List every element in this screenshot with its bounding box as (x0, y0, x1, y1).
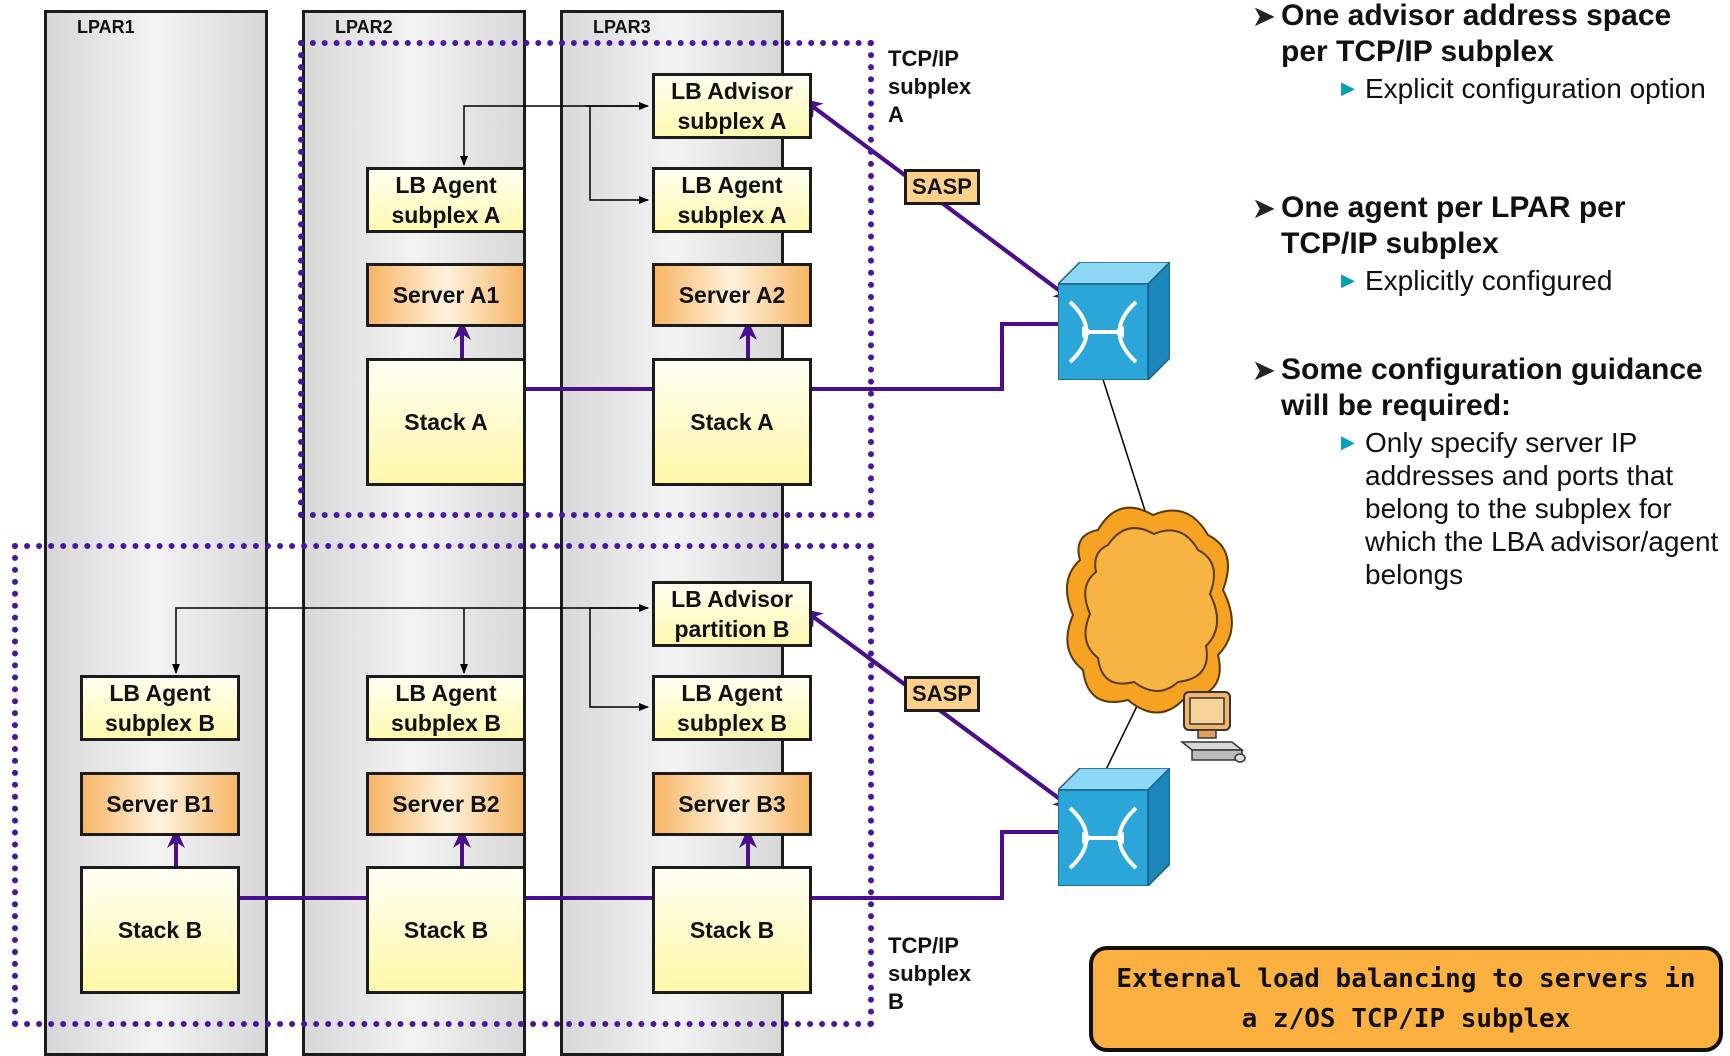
control-line-advisor-b-agent-lpar3 (589, 608, 649, 711)
stack-b-lpar2: Stack B (366, 866, 526, 994)
server-b1: Server B1 (80, 772, 240, 836)
stack-b-lpar1: Stack B (80, 866, 240, 994)
network-switch-icon (1058, 768, 1170, 886)
network-line-switch-a-cloud (1099, 369, 1149, 521)
control-line-advisor-b-agent-lpar1 (172, 607, 640, 674)
control-line-advisor-a-agent-lpar2 (460, 105, 646, 166)
network-switch-icon (1058, 262, 1170, 380)
lpar3-title: LPAR3 (593, 17, 651, 37)
server-b3: Server B3 (652, 772, 812, 836)
bullet-heading: One agent per LPAR per TCP/IP subplex (1281, 191, 1626, 260)
lpar2-title: LPAR2 (335, 17, 393, 37)
lb-advisor-partition-b: LB Advisor partition B (652, 581, 812, 647)
network-cloud-icon (1065, 506, 1233, 714)
subplex-b-label: TCP/IP subplex B (888, 933, 972, 1014)
server-b2: Server B2 (366, 772, 526, 836)
bullet-subtext: Explicitly configured (1365, 265, 1613, 296)
bullet-triangle-icon: ▶ (1341, 78, 1355, 98)
control-line-advisor-a-agent-lpar3 (589, 106, 649, 204)
server-a2: Server A2 (652, 263, 812, 327)
sasp-label-a: SASP (904, 169, 980, 205)
stack-a-lpar2: Stack A (366, 358, 526, 486)
bullet-heading: One advisor address space per TCP/IP sub… (1281, 0, 1672, 68)
lb-agent-subplex-a-lpar3: LB Agent subplex A (652, 167, 812, 233)
bullet-subtext: Only specify server IP addresses and por… (1365, 427, 1719, 590)
caption-box: External load balancing to servers in a … (1089, 946, 1723, 1052)
bullet-arrow-icon: ➤ (1253, 1, 1275, 31)
sasp-label-b: SASP (904, 676, 980, 712)
bullet-triangle-icon: ▶ (1341, 432, 1355, 452)
stack-b-lpar3: Stack B (652, 866, 812, 994)
lb-agent-subplex-b-lpar2: LB Agent subplex B (366, 675, 526, 741)
bullet-arrow-icon: ➤ (1253, 355, 1275, 385)
bullet-item-2: ➤One agent per LPAR per TCP/IP subplex ▶… (1253, 190, 1723, 297)
workstation-icon (1179, 691, 1246, 763)
lb-agent-subplex-b-lpar3: LB Agent subplex B (652, 675, 812, 741)
server-a1: Server A1 (366, 263, 526, 327)
traffic-line-switch-b (167, 828, 1066, 900)
lb-advisor-subplex-a: LB Advisor subplex A (652, 73, 812, 139)
lb-agent-subplex-b-lpar1: LB Agent subplex B (80, 675, 240, 741)
subplex-a-label: TCP/IP subplex A (888, 46, 972, 127)
lpar1-title: LPAR1 (77, 17, 135, 37)
bullet-heading: Some configuration guidance will be requ… (1281, 353, 1703, 422)
bullet-item-3: ➤Some configuration guidance will be req… (1253, 352, 1723, 591)
stack-a-lpar3: Stack A (652, 358, 812, 486)
bullet-triangle-icon: ▶ (1341, 270, 1355, 290)
bullet-subtext: Explicit configuration option (1365, 73, 1706, 104)
bullet-item-1: ➤One advisor address space per TCP/IP su… (1253, 0, 1723, 105)
bullet-arrow-icon: ➤ (1253, 193, 1275, 223)
lb-agent-subplex-a-lpar2: LB Agent subplex A (366, 167, 526, 233)
